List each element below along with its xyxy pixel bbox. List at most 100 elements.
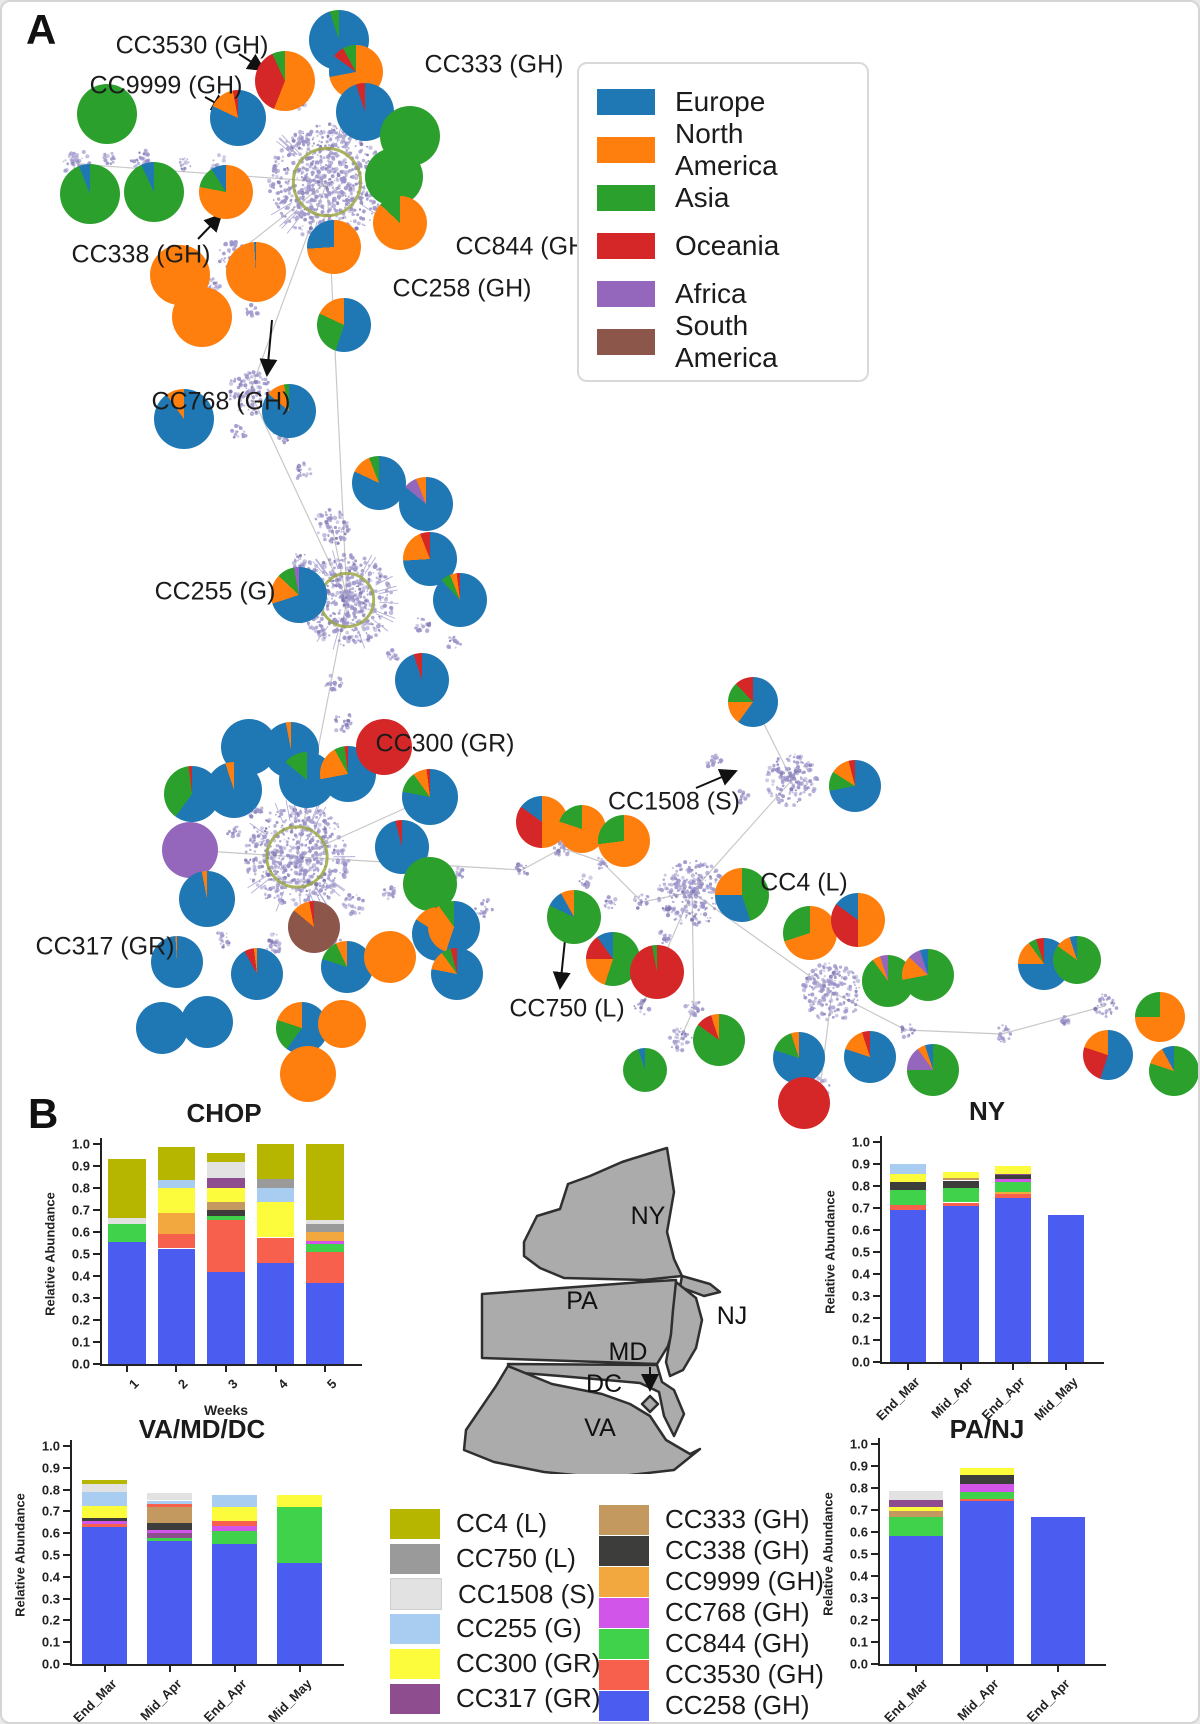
bar-segment-CC300 <box>888 1506 943 1512</box>
bar-segment-CC750 <box>306 1224 345 1232</box>
y-axis-label: Relative Abundance <box>820 1492 836 1616</box>
legend-label: Asia <box>675 182 730 213</box>
bar-segment-CC333 <box>942 1177 979 1181</box>
y-tick <box>873 1251 880 1253</box>
y-tick <box>873 1339 880 1341</box>
continent-pie <box>1053 936 1101 984</box>
continent-pie <box>773 1032 825 1084</box>
continent-pie <box>373 196 427 250</box>
y-tick-label: 0.5 <box>41 1547 60 1563</box>
y-tick-label: 0.6 <box>71 1224 90 1240</box>
bar-segment-CC258 <box>256 1262 295 1364</box>
bar-segment-CC3530 <box>995 1193 1032 1199</box>
continent-pie <box>693 1014 745 1066</box>
cc-legend-swatch <box>390 1543 440 1574</box>
y-tick-label: 0.4 <box>851 1266 870 1282</box>
cc-legend-swatch <box>390 1508 440 1539</box>
continent-pie <box>210 90 266 146</box>
y-tick <box>93 1143 100 1145</box>
bar-segment-CC3530 <box>82 1524 127 1527</box>
bar-segment-CC300 <box>959 1468 1015 1475</box>
legend-item-asia: Asia <box>597 174 849 222</box>
continent-pie <box>77 84 137 144</box>
chart-title: CHOP <box>186 1098 262 1128</box>
y-axis <box>70 1440 72 1666</box>
y-tick <box>873 1229 880 1231</box>
y-tick-label: 1.0 <box>41 1438 60 1454</box>
cc-legend-swatch <box>599 1690 649 1721</box>
cc-legend-label: CC317 (GR) <box>456 1683 601 1713</box>
bar-segment-CC255 <box>256 1188 295 1203</box>
continent-pie <box>433 573 487 627</box>
x-axis <box>70 1664 344 1666</box>
y-tick-label: 0.1 <box>41 1634 60 1650</box>
x-category-label: End_Apr <box>1024 1676 1073 1724</box>
y-tick <box>873 1317 880 1319</box>
y-axis-label: Relative Abundance <box>822 1190 838 1314</box>
state-nj <box>664 1280 704 1378</box>
bar-segment-CC9999 <box>995 1191 1032 1194</box>
y-tick-label: 0.6 <box>41 1525 60 1541</box>
cc-legend-swatch <box>599 1566 649 1597</box>
legend-swatch <box>597 281 655 307</box>
cc-annotation-label: CC338 (GH) <box>71 240 211 269</box>
y-tick-label: 0.0 <box>41 1656 60 1672</box>
y-tick-label: 1.0 <box>71 1136 90 1152</box>
bar-segment-CC333 <box>888 1511 943 1517</box>
bar-segment-CC300 <box>277 1495 322 1508</box>
continent-pie <box>318 1000 366 1048</box>
map-label-va: VA <box>584 1414 616 1442</box>
continent-pie <box>280 1046 336 1102</box>
y-tick-label: 0.7 <box>71 1202 90 1218</box>
legend-swatch <box>597 89 655 115</box>
y-tick <box>93 1187 100 1189</box>
bar-segment-CC4 <box>82 1479 127 1485</box>
x-category-label: End_Mar <box>880 1676 931 1724</box>
map-label-md: MD <box>609 1338 648 1366</box>
y-tick <box>873 1207 880 1209</box>
cc-legend-swatch <box>390 1683 440 1714</box>
y-tick <box>93 1231 100 1233</box>
x-tick <box>1064 1364 1067 1370</box>
cc-annotation-label: CC3530 (GH) <box>115 31 269 60</box>
y-tick <box>871 1575 878 1577</box>
cc-annotation-label: CC1508 (S) <box>608 787 740 816</box>
y-tick-label: 0.8 <box>71 1180 90 1196</box>
continent-pie <box>907 1044 959 1096</box>
bar-segment-CC844 <box>306 1244 345 1252</box>
bar-segment-CC317 <box>207 1178 245 1188</box>
y-tick-label: 0.7 <box>849 1502 868 1518</box>
cc-legend-item-cc4: CC4 (L) <box>390 1508 547 1539</box>
bar-segment-CC4 <box>107 1159 146 1218</box>
bar-segment-CC1508 <box>107 1217 146 1225</box>
continent-pie <box>179 871 235 927</box>
bar-segment-CC258 <box>1047 1214 1084 1362</box>
legend-swatch <box>597 329 655 355</box>
y-tick <box>871 1487 878 1489</box>
y-tick <box>871 1641 878 1643</box>
bar-segment-CC300 <box>942 1172 979 1178</box>
cc-legend-swatch <box>599 1659 649 1690</box>
bar-segment-CC844 <box>212 1531 257 1545</box>
y-tick <box>63 1445 70 1447</box>
y-tick <box>873 1141 880 1143</box>
x-tick <box>298 1666 301 1672</box>
continent-pie <box>598 815 650 867</box>
cc-annotation-label: CC750 (L) <box>509 994 625 1023</box>
continent-pie <box>231 948 283 1000</box>
y-tick-label: 0.1 <box>851 1332 870 1348</box>
legend-label: North America <box>675 118 778 181</box>
y-tick-label: 0.1 <box>849 1634 868 1650</box>
x-category-label: 2 <box>175 1376 191 1392</box>
x-axis <box>100 1364 362 1366</box>
y-tick <box>63 1554 70 1556</box>
x-category-label: Mid_May <box>264 1676 315 1724</box>
bar-segment-CC338 <box>207 1210 245 1216</box>
bar-segment-CC300 <box>82 1505 127 1518</box>
bar-segment-CC255 <box>82 1491 127 1506</box>
x-category-label: 5 <box>324 1376 340 1392</box>
y-tick-label: 0.3 <box>851 1288 870 1304</box>
state-va <box>462 1364 702 1474</box>
